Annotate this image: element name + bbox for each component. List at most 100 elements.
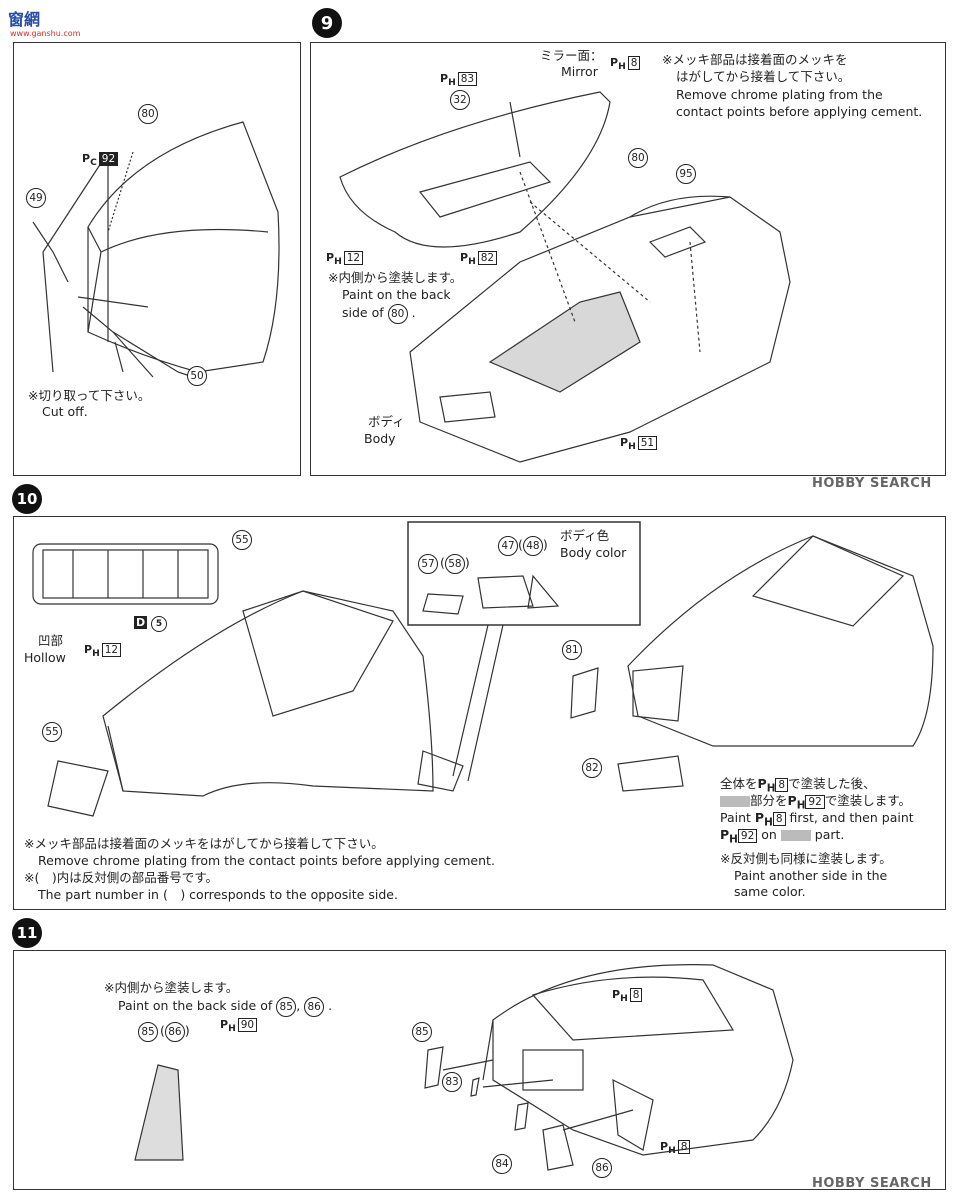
d-label-letter: D — [134, 616, 148, 629]
chrome-note-en: Remove chrome plating from the contact p… — [38, 853, 495, 868]
panel-step-10 — [13, 516, 946, 910]
paint-order-en2-b: part. — [814, 827, 845, 842]
chrome-note-jp: ※メッキ部品は接着面のメッキをはがしてから接着して下さい。 — [24, 836, 384, 851]
front-body-drawing — [32, 521, 934, 817]
paint-prefix-mirror: H — [618, 61, 626, 73]
opposite-note-en: The part number in ( ) corresponds to th… — [38, 887, 398, 902]
part-50-label: 50 — [187, 366, 207, 386]
part-80-label: 80 — [138, 104, 158, 124]
rear-back-note-en-text: Paint on the back side of — [118, 998, 273, 1013]
back-paint-note-jp: ※内側から塗装します。 — [328, 270, 463, 285]
mirror-label-jp: ミラー面： — [540, 48, 603, 63]
paint-order-jp2-a: 部分を — [750, 793, 788, 808]
paint-order-en1-b: first, and then paint — [789, 810, 914, 825]
paint-82-num: 82 — [477, 251, 498, 265]
part-86-left-label: (86) — [160, 1022, 190, 1042]
step-10-badge: 10 — [12, 484, 42, 514]
paint-order-en2-num: 92 — [737, 829, 758, 843]
part-95-label: 95 — [676, 164, 696, 184]
part-58-label: (58) — [440, 554, 470, 574]
part-85-left-label: 85 — [138, 1022, 158, 1042]
same-color-note-en1: Paint another side in the — [734, 868, 888, 883]
d5-label: D 5 — [134, 616, 167, 632]
rear-back-note-jp: ※内側から塗装します。 — [104, 980, 239, 995]
chrome-note-jp1: ※メッキ部品は接着面のメッキを — [662, 52, 848, 67]
body-label-jp: ボディ — [368, 414, 405, 429]
roof-body-drawing — [339, 91, 791, 463]
part-86-right-label: 86 — [592, 1158, 612, 1178]
step-9-badge: 9 — [312, 8, 342, 38]
part-55-label: 55 — [42, 722, 62, 742]
cut-off-note-jp: ※切り取って下さい。 — [28, 388, 151, 403]
paint-code: C — [90, 157, 97, 169]
body-label-en: Body — [364, 431, 396, 446]
chrome-note-en1: Remove chrome plating from the — [676, 87, 883, 102]
paint-8-top-num: 8 — [629, 988, 643, 1002]
part-58-num: 58 — [444, 554, 465, 574]
panel-wiper — [13, 42, 301, 476]
step-11-badge: 11 — [12, 918, 42, 948]
body-color-en: Body color — [560, 545, 627, 560]
mirror-paint-num: 8 — [627, 56, 641, 70]
hollow-label-jp: 凹部 — [38, 633, 64, 648]
back-paint-note-en1: Paint on the back — [342, 287, 451, 302]
paint-12-num: 12 — [343, 251, 364, 265]
paint-order-en1-a: Paint — [720, 810, 751, 825]
site-logo-text: 窗網 — [8, 10, 41, 29]
back-paint-note-en2-text: side of — [342, 305, 384, 320]
same-color-note-jp: ※反対側も同様に塗装します。 — [720, 851, 892, 866]
cut-off-note-en: Cut off. — [42, 404, 88, 419]
d-label-number: 5 — [150, 616, 167, 632]
shaded-swatch — [720, 796, 750, 807]
part-32-label: 32 — [450, 90, 470, 110]
chrome-note-en2: contact points before applying cement. — [676, 104, 923, 119]
back-paint-note-en2: side of 80 . — [342, 304, 416, 324]
shaded-swatch-2 — [780, 830, 811, 841]
rear-body-drawing — [134, 964, 794, 1171]
same-color-note-en2: same color. — [734, 884, 806, 899]
back-paint-part-80: 80 — [387, 304, 408, 324]
panel-step-9 — [310, 42, 946, 476]
site-logo: 窗網 — [8, 6, 40, 30]
watermark-middle: HOBBY SEARCH — [812, 476, 932, 491]
part-83-label: 83 — [442, 1072, 462, 1092]
part-85-right-label: 85 — [412, 1022, 432, 1042]
part-86-left-num: 86 — [164, 1022, 185, 1042]
hollow-paint-num: 12 — [101, 643, 122, 657]
body-color-jp: ボディ色 — [560, 528, 610, 543]
rear-back-part-85: 85 — [276, 997, 297, 1017]
chrome-note-jp2: はがしてから接着して下さい。 — [676, 69, 851, 84]
part-82-label: 82 — [582, 758, 602, 778]
hollow-label-en: Hollow — [24, 650, 66, 665]
paint-83-num: 83 — [457, 72, 478, 86]
part-47-label: 47 — [498, 536, 518, 556]
part-55-top-label: 55 — [232, 530, 252, 550]
paint-order-jp1-b: で塗装した後、 — [788, 776, 876, 791]
watermark-bottom: HOBBY SEARCH — [812, 1176, 932, 1191]
part-48-num: 48 — [522, 536, 543, 556]
part-48-label: (48) — [518, 536, 548, 556]
paint-51-num: 51 — [637, 436, 658, 450]
paint-order-jp1-a: 全体を — [720, 776, 758, 791]
paint-number: 92 — [98, 152, 119, 166]
paint-90-num: 90 — [237, 1018, 258, 1032]
part-81-label: 81 — [562, 640, 582, 660]
paint-order-jp1-num: 8 — [775, 778, 789, 792]
rear-back-part-86: 86 — [304, 997, 325, 1017]
rear-back-note-en: Paint on the back side of 85, 86 . — [118, 997, 332, 1017]
paint-order-en1-num: 8 — [772, 812, 786, 826]
paint-order-jp2-num: 92 — [805, 795, 825, 809]
part-80-roof-label: 80 — [628, 148, 648, 168]
